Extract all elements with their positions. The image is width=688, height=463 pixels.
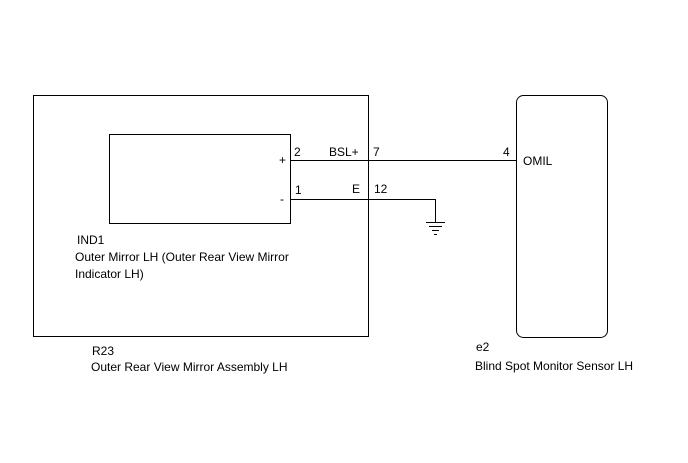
assembly-code: R23 [92,344,114,358]
indicator-plus-sign: + [279,153,286,167]
sensor-name: Blind Spot Monitor Sensor LH [475,359,633,373]
signal-connector-pin: 7 [373,145,380,159]
ground-connector-pin: 12 [374,182,388,196]
signal-inner-pin: 2 [294,145,301,159]
assembly-box [33,95,369,337]
indicator-name-line2: Indicator LH) [75,267,144,281]
ground-wire [290,199,436,222]
sensor-box [516,95,608,338]
ground-inner-pin: 1 [295,183,302,197]
signal-sensor-pin: 4 [503,145,510,159]
indicator-name-line1: Outer Mirror LH (Outer Rear View Mirror [75,250,289,264]
indicator-box [109,134,291,224]
ground-wire-label: E [352,182,360,196]
ground-icon [426,222,445,235]
sensor-code: e2 [476,340,490,354]
indicator-minus-sign: - [280,192,284,206]
sensor-terminal-label: OMIL [523,154,553,168]
assembly-name: Outer Rear View Mirror Assembly LH [91,360,288,374]
signal-wire-label: BSL+ [329,145,359,159]
indicator-code: IND1 [77,233,105,247]
